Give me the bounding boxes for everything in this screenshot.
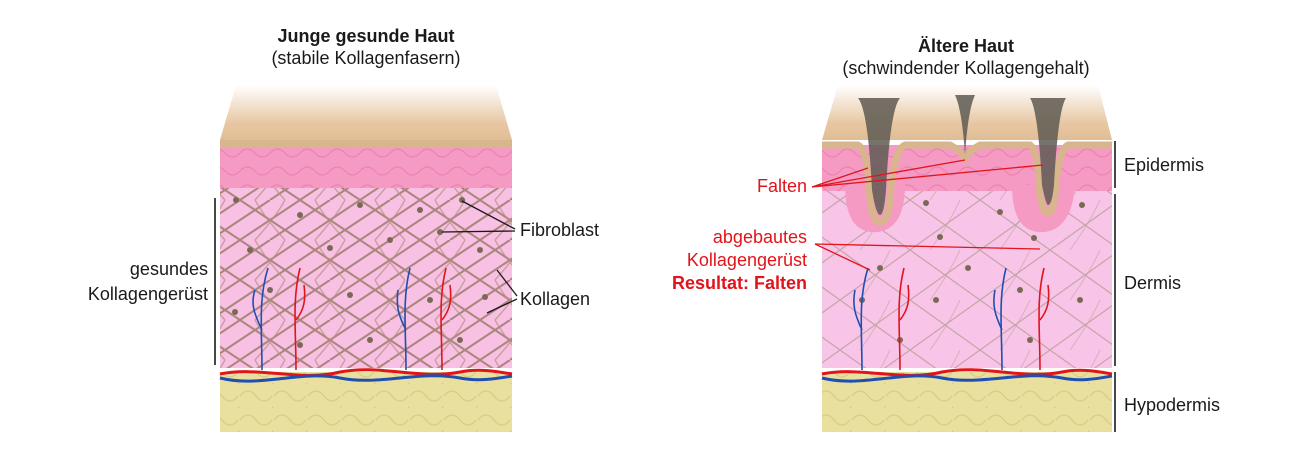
degraded-leader bbox=[814, 243, 1041, 250]
scaffold-label-line2: Kollagengerüst bbox=[87, 284, 208, 304]
young-fibroblasts bbox=[232, 197, 488, 348]
scaffold-label-line1: gesundes bbox=[129, 259, 208, 279]
collagen-leader bbox=[496, 269, 518, 297]
young-blood-vessels bbox=[219, 267, 513, 383]
wrinkle-leader bbox=[811, 164, 1044, 188]
degraded-leader bbox=[814, 243, 871, 271]
black-leader-lines bbox=[214, 141, 1116, 432]
young-skin-title-text: Junge gesunde Haut bbox=[277, 26, 455, 46]
fibroblast-leader bbox=[441, 230, 516, 233]
young-skin-block bbox=[219, 85, 513, 432]
epidermis-label: Epidermis bbox=[1124, 155, 1205, 175]
fibroblast-leader bbox=[461, 200, 516, 230]
aged-skin-title: Ältere Haut (schwindender Kollagengehalt… bbox=[826, 35, 1106, 79]
aged-fibroblasts bbox=[859, 200, 1085, 343]
young-skin-title: Junge gesunde Haut (stabile Kollagenfase… bbox=[250, 25, 482, 69]
collagen-label: Kollagen bbox=[520, 289, 591, 309]
aged-skin-title-text: Ältere Haut bbox=[917, 36, 1015, 56]
wrinkle-leader bbox=[811, 159, 966, 188]
wrinkles-label: Falten bbox=[756, 176, 807, 196]
aged-skin-subtitle: (schwindender Kollagengehalt) bbox=[842, 58, 1090, 78]
young-skin-subtitle: (stabile Kollagenfasern) bbox=[271, 48, 461, 68]
collagen-leader bbox=[486, 298, 518, 314]
fibroblast-label: Fibroblast bbox=[520, 220, 600, 240]
dermis-label: Dermis bbox=[1124, 273, 1181, 293]
wrinkle-groove bbox=[1030, 98, 1066, 205]
aged-blood-vessels bbox=[821, 267, 1113, 383]
wrinkle-leader bbox=[811, 167, 869, 188]
degraded-label-line2: Kollagengerüst bbox=[686, 250, 807, 270]
young-surface-layer bbox=[220, 85, 512, 140]
result-label: Resultat: Falten bbox=[671, 273, 807, 293]
degraded-label-line1: abgebautes bbox=[712, 227, 807, 247]
red-leader-lines bbox=[811, 159, 1044, 271]
wrinkle-groove bbox=[858, 98, 900, 215]
hypodermis-label: Hypodermis bbox=[1124, 395, 1221, 415]
young-collagen-fibers bbox=[220, 188, 512, 368]
wrinkle-groove bbox=[955, 95, 975, 155]
aged-skin-block bbox=[821, 85, 1113, 432]
aged-skin-surface bbox=[822, 141, 1112, 226]
